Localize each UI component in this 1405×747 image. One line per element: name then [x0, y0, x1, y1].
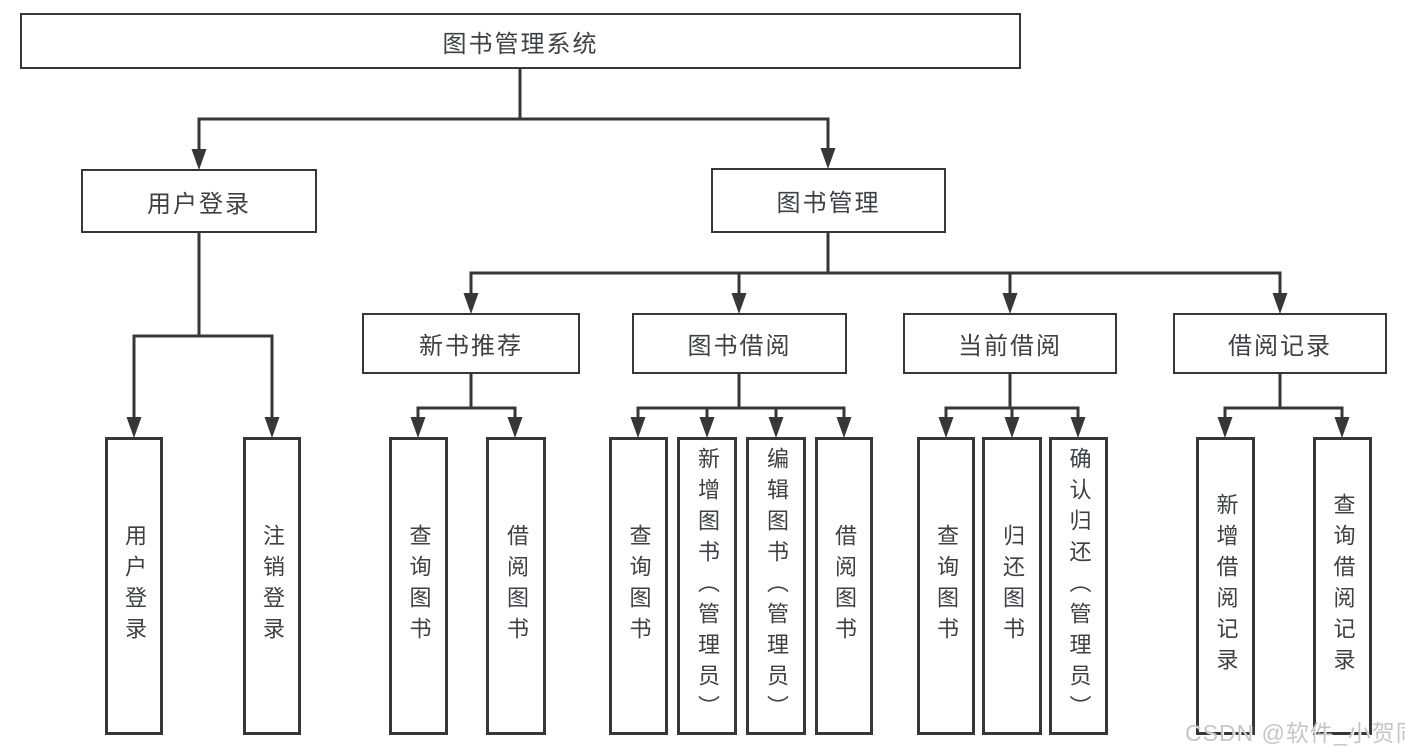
node-leaf-borrow-books-1-label: 借阅图书	[504, 524, 529, 648]
node-leaf-edit-books-admin: 编辑图书（管理员）	[746, 437, 806, 735]
node-book-management-label: 图书管理	[776, 190, 881, 217]
node-root-label: 图书管理系统	[442, 30, 599, 58]
node-current-borrow: 当前借阅	[903, 313, 1117, 374]
node-leaf-logout-label: 注销登录	[260, 524, 285, 648]
node-borrow-record-label: 借阅记录	[1228, 333, 1332, 360]
node-leaf-search-borrow-record: 查询借阅记录	[1313, 437, 1372, 735]
node-user-login-label: 用户登录	[147, 190, 251, 218]
node-leaf-search-books-3: 查询图书	[917, 437, 975, 735]
node-leaf-search-books-2: 查询图书	[609, 437, 668, 735]
node-leaf-borrow-books-2-label: 借阅图书	[832, 524, 857, 648]
node-book-borrow: 图书借阅	[632, 313, 847, 374]
node-leaf-add-borrow-record-label: 新增借阅记录	[1213, 493, 1239, 679]
node-leaf-user-login: 用户登录	[105, 437, 163, 735]
node-leaf-return-books-label: 归还图书	[1000, 524, 1025, 648]
node-leaf-add-books-admin-label: 新增图书（管理员）	[695, 446, 720, 726]
node-leaf-return-books: 归还图书	[982, 437, 1042, 735]
node-user-login: 用户登录	[81, 169, 317, 233]
node-leaf-borrow-books-1: 借阅图书	[486, 437, 546, 735]
node-leaf-add-books-admin: 新增图书（管理员）	[677, 437, 737, 735]
node-new-book-recommend-label: 新书推荐	[419, 333, 523, 360]
node-leaf-logout: 注销登录	[243, 437, 301, 735]
node-leaf-borrow-books-2: 借阅图书	[815, 437, 873, 735]
node-leaf-confirm-return-admin: 确认归还（管理员）	[1049, 437, 1108, 735]
node-leaf-search-books-3-label: 查询图书	[934, 524, 959, 648]
node-leaf-user-login-label: 用户登录	[122, 524, 147, 648]
node-leaf-search-books-1: 查询图书	[389, 437, 448, 735]
node-leaf-add-borrow-record: 新增借阅记录	[1196, 437, 1255, 735]
node-leaf-confirm-return-admin-label: 确认归还（管理员）	[1066, 446, 1092, 726]
node-book-borrow-label: 图书借阅	[687, 333, 792, 360]
node-new-book-recommend: 新书推荐	[362, 313, 580, 374]
node-book-management: 图书管理	[711, 168, 946, 233]
node-borrow-record: 借阅记录	[1173, 313, 1387, 374]
node-root: 图书管理系统	[20, 13, 1021, 69]
node-leaf-search-borrow-record-label: 查询借阅记录	[1330, 493, 1356, 679]
watermark: CSDN @软件_小贺同学	[1185, 720, 1405, 746]
node-current-borrow-label: 当前借阅	[958, 333, 1062, 360]
node-leaf-search-books-1-label: 查询图书	[406, 524, 432, 648]
node-leaf-search-books-2-label: 查询图书	[626, 524, 652, 648]
node-leaf-edit-books-admin-label: 编辑图书（管理员）	[764, 446, 789, 726]
